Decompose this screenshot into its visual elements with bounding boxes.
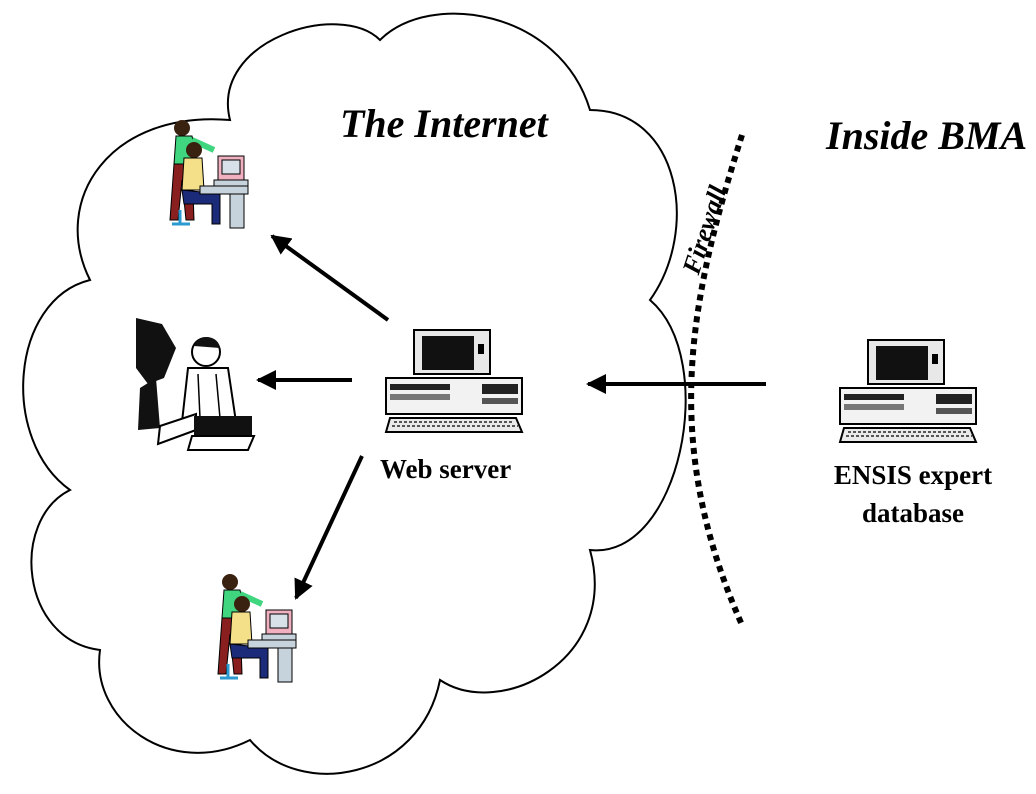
web-server-label: Web server	[380, 454, 512, 484]
ensis-label-line2: database	[861, 498, 964, 528]
arrow-to-top-user	[270, 234, 390, 322]
desktop-computer-icon	[839, 339, 977, 443]
arrow-to-bottom-user	[294, 455, 364, 600]
inside-bma-label: Inside BMA	[826, 113, 1028, 158]
firewall-line	[688, 134, 745, 627]
person-at-laptop-icon	[136, 318, 256, 451]
internet-label: The Internet	[340, 101, 548, 146]
ensis-label-line1: ENSIS expert	[833, 460, 993, 490]
